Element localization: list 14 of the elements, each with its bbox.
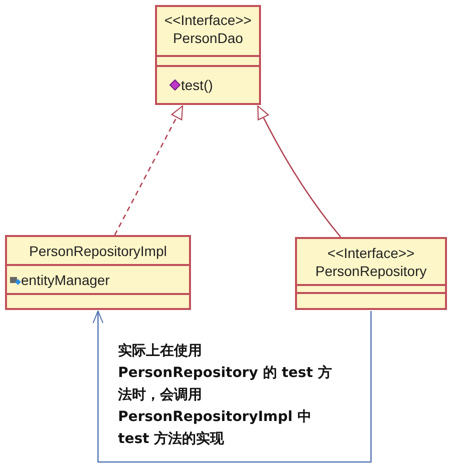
class-name: PersonRepository — [314, 262, 428, 280]
class-box — [5, 235, 191, 310]
stereotype-label: <<Interface>> — [326, 244, 416, 262]
arrow — [92, 310, 372, 463]
note-text: 实际上在使用 PersonRepository 的 test 方法时，会调用 PersonRepositoryImpl 中 test 方法的实现 — [118, 342, 333, 449]
method-label: test() — [181, 76, 213, 94]
inheritance-arrow — [114, 105, 184, 236]
class-box — [155, 5, 261, 105]
class-name: PersonRepositoryImpl — [28, 242, 168, 260]
field-label: entityManager — [21, 270, 110, 288]
inheritance-arrow — [257, 105, 342, 238]
class-box — [295, 237, 447, 310]
stereotype-label: <<Interface>> — [163, 11, 253, 29]
class-name: PersonDao — [172, 29, 244, 47]
